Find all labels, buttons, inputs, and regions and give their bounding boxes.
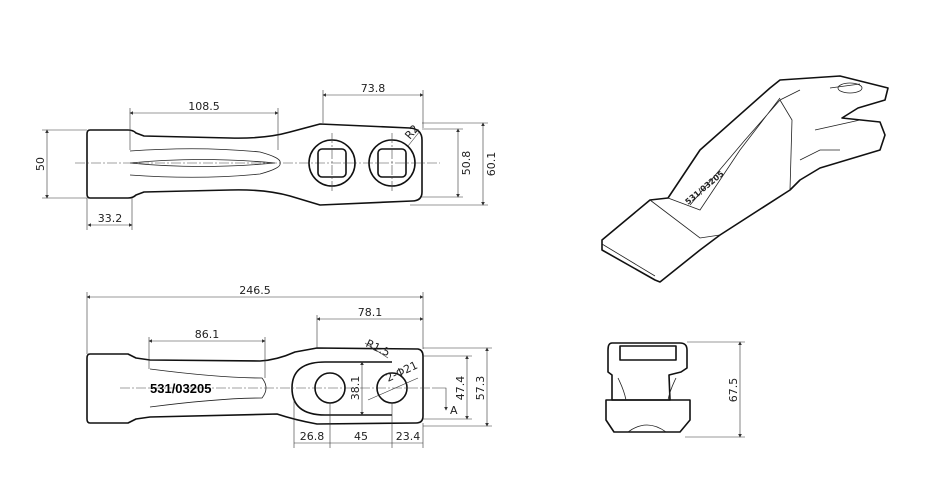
isometric-view: 531/03205 [601, 75, 889, 283]
dim-57-3: 57.3 [474, 376, 487, 401]
dim-73-8: 73.8 [361, 82, 386, 95]
dim-23-4: 23.4 [396, 430, 421, 443]
section-label-a: A [450, 404, 458, 417]
dim-47-4: 47.4 [454, 376, 467, 401]
dim-86-1: 86.1 [195, 328, 220, 341]
dim-50-8: 50.8 [460, 151, 473, 176]
dim-246-5: 246.5 [239, 284, 271, 297]
dim-78-1: 78.1 [358, 306, 383, 319]
dim-33-2: 33.2 [98, 212, 123, 225]
dim-r1-5: R1.5 [364, 337, 392, 359]
iso-part-marking: 531/03205 [684, 169, 726, 207]
dim-67-5: 67.5 [727, 378, 740, 403]
dim-45: 45 [354, 430, 368, 443]
dim-50: 50 [34, 157, 47, 171]
top-view-hole-1 [308, 133, 356, 193]
front-view: 67.5 [605, 341, 745, 438]
dim-108-5: 108.5 [188, 100, 220, 113]
top-view: 108.5 73.8 50 33.2 50.8 60.1 R2 [34, 82, 498, 230]
top-view-hole-2 [368, 133, 416, 193]
dim-26-8: 26.8 [300, 430, 325, 443]
dim-60-1: 60.1 [485, 152, 498, 177]
dim-r2: R2 [402, 122, 421, 142]
side-view: 531/03205 246.5 78.1 86.1 R1.5 2-Φ21 38.… [86, 284, 492, 448]
part-number: 531/03205 [150, 381, 211, 396]
side-view-outline [86, 347, 424, 425]
dim-38-1: 38.1 [349, 376, 362, 401]
top-view-outline [86, 123, 423, 206]
